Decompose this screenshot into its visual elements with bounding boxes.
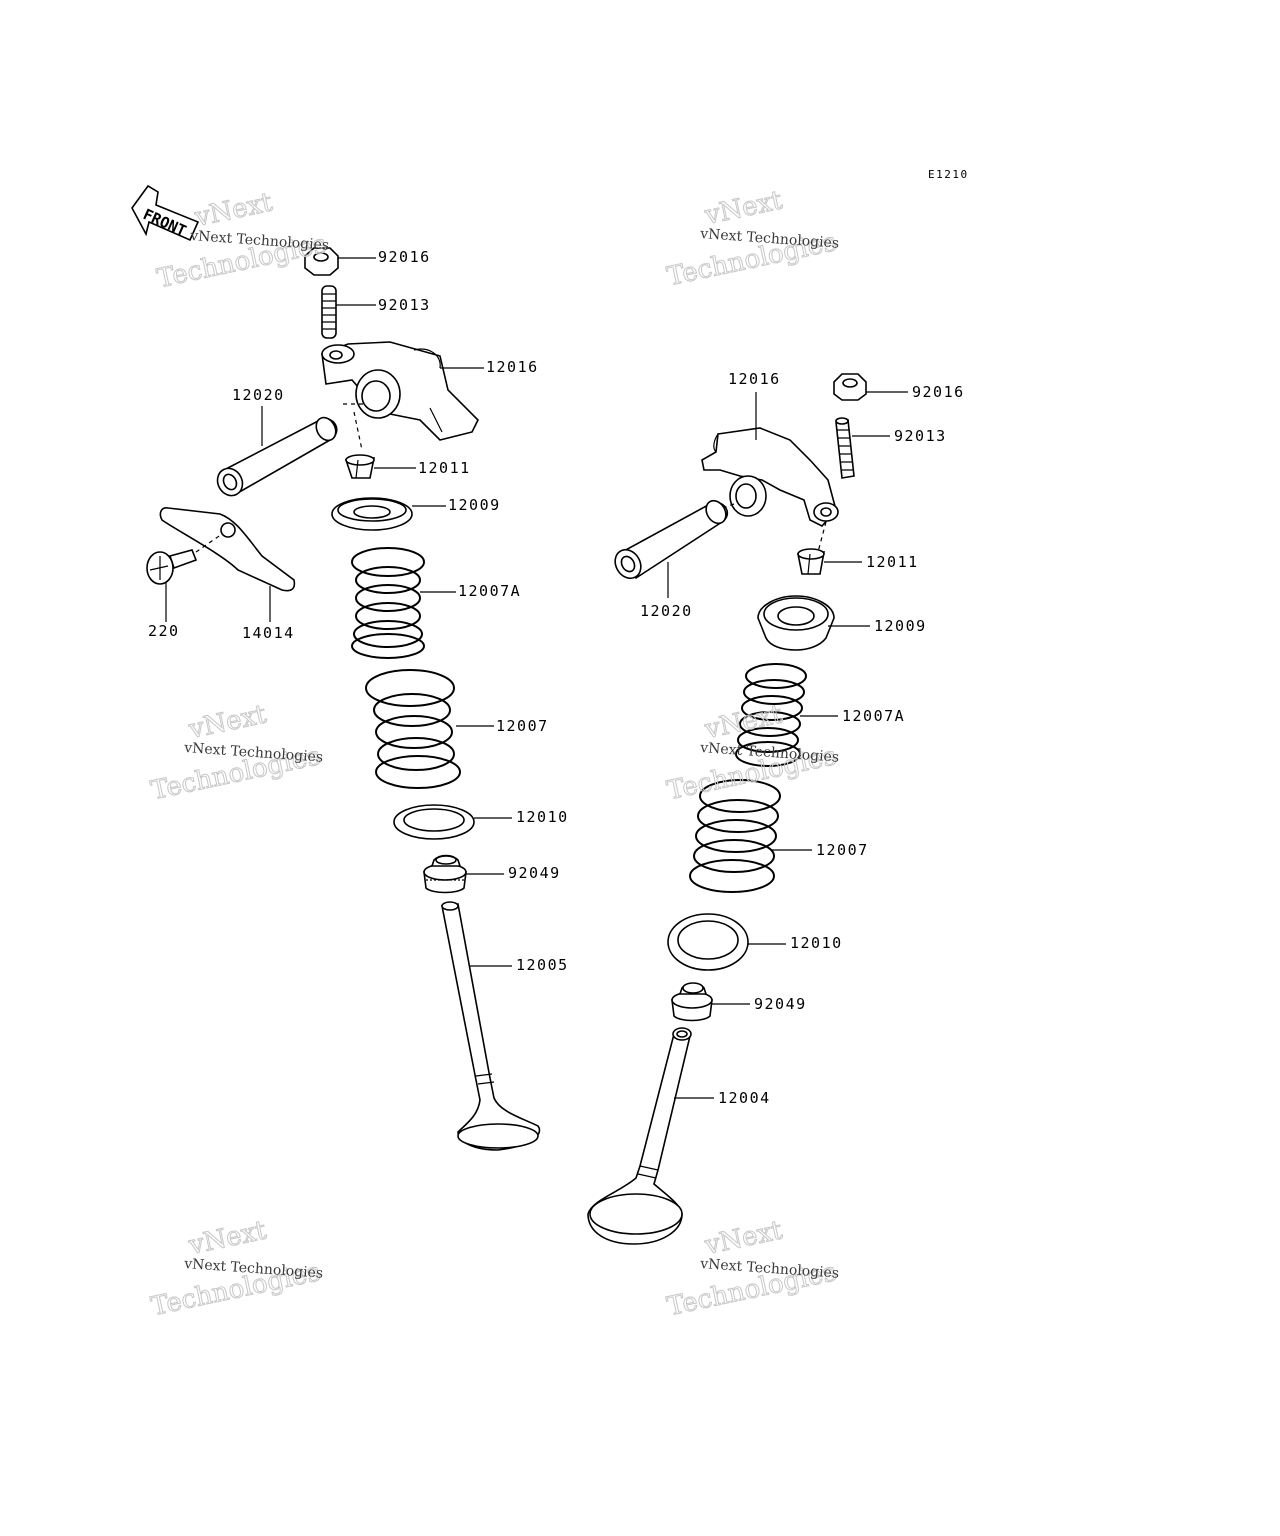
left-keeper (344, 454, 375, 479)
svg-text:vNext: vNext (702, 185, 786, 231)
left-seat (393, 804, 475, 840)
right-nut (833, 373, 867, 401)
right-rocker-arm (701, 427, 839, 527)
watermark: vNext Technologies vNext Technologies vN… (148, 185, 840, 1323)
right-seat (667, 913, 749, 971)
right-keeper (797, 548, 825, 575)
left-shaft (216, 416, 338, 497)
left-label-screw: 220 (148, 622, 180, 640)
left-nut (304, 247, 339, 276)
right-label-retainer: 12009 (874, 617, 927, 635)
right-label-keeper: 12011 (866, 553, 919, 571)
right-label-rocker-arm: 12016 (728, 370, 781, 388)
left-inner-spring (351, 547, 425, 659)
right-valve (587, 1027, 692, 1245)
left-outer-spring (365, 669, 461, 789)
right-shaft (614, 499, 728, 580)
svg-text:vNext: vNext (702, 1215, 786, 1261)
right-inner-spring (735, 663, 807, 767)
right-outer-spring (689, 779, 781, 893)
left-label-nut: 92016 (378, 248, 431, 266)
left-label-inner-spring: 12007A (458, 582, 521, 600)
left-label-rocker-arm: 12016 (486, 358, 539, 376)
right-label-adjuster: 92013 (894, 427, 947, 445)
left-valve (441, 901, 541, 1151)
left-label-keeper: 12011 (418, 459, 471, 477)
left-label-outer-spring: 12007 (496, 717, 549, 735)
svg-text:vNext: vNext (702, 699, 786, 745)
right-label-shaft: 12020 (640, 602, 693, 620)
right-label-seal: 92049 (754, 995, 807, 1013)
left-retainer (331, 497, 413, 531)
left-label-adjuster: 92013 (378, 296, 431, 314)
left-adjuster (321, 285, 337, 339)
svg-text:vNext: vNext (192, 187, 276, 233)
svg-text:vNext: vNext (186, 699, 270, 745)
left-label-seal: 92049 (508, 864, 561, 882)
svg-text:vNext: vNext (186, 1215, 270, 1261)
right-adjuster (835, 417, 855, 479)
right-label-outer-spring: 12007 (816, 841, 869, 859)
left-label-plate: 14014 (242, 624, 295, 642)
left-label-retainer: 12009 (448, 496, 501, 514)
left-label-valve: 12005 (516, 956, 569, 974)
left-rocker-arm (321, 341, 479, 441)
right-label-valve: 12004 (718, 1089, 771, 1107)
right-label-nut: 92016 (912, 383, 965, 401)
left-label-seat: 12010 (516, 808, 569, 826)
left-seal (423, 854, 467, 894)
left-plate (159, 507, 296, 592)
left-label-shaft: 12020 (232, 386, 285, 404)
right-retainer (757, 595, 835, 651)
diagram-code: E1210 (928, 168, 969, 181)
left-screw (146, 533, 223, 585)
front-arrow-icon: FRONT (131, 184, 200, 242)
right-label-inner-spring: 12007A (842, 707, 905, 725)
right-label-seat: 12010 (790, 934, 843, 952)
right-seal (671, 982, 713, 1022)
